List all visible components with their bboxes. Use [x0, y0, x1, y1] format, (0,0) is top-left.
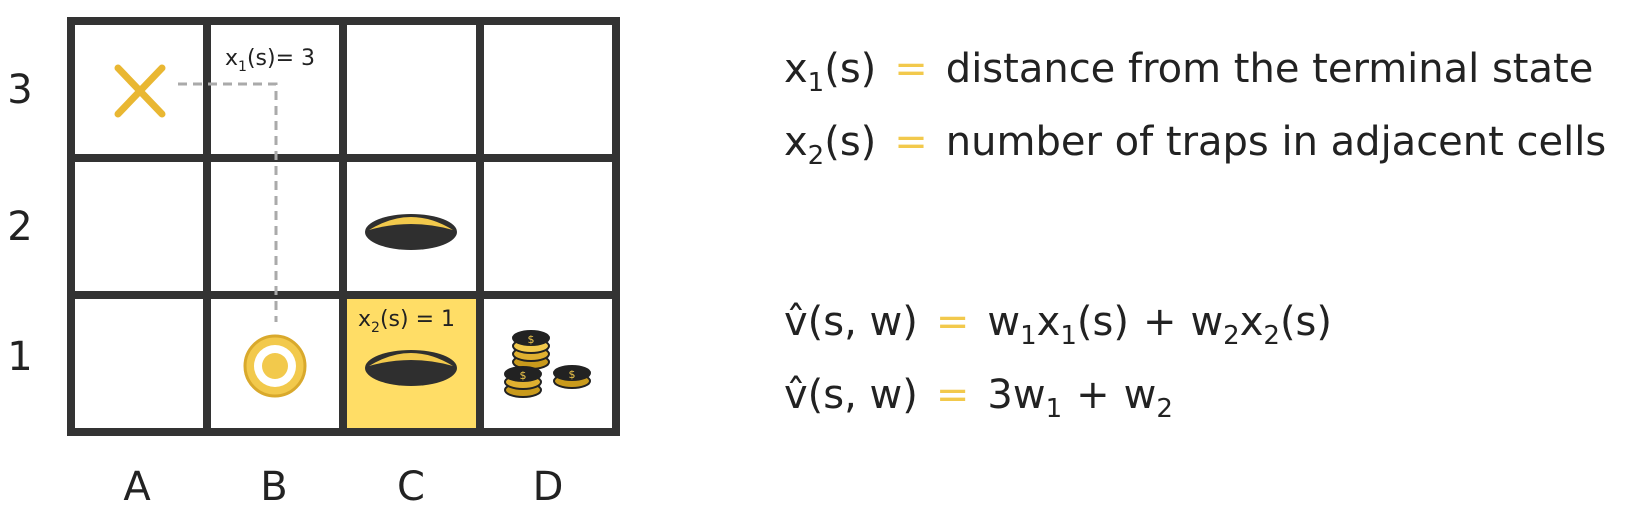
col-label-c: C: [397, 464, 425, 510]
coin-stack-top: $: [513, 331, 549, 369]
agent-ring-icon: [245, 336, 305, 396]
definition-x2: x2(s)=number of traps in adjacent cells: [784, 119, 1606, 171]
hole-trap-icon: [365, 214, 457, 250]
svg-text:$: $: [528, 333, 535, 346]
row-label-2: 2: [7, 204, 32, 250]
coin-stack-right: $: [554, 366, 590, 388]
col-label-a: A: [123, 464, 151, 510]
hole-trap-icon: [365, 350, 457, 386]
distance-path: [178, 84, 276, 322]
row-label-3: 3: [7, 67, 32, 113]
definition-x1: x1(s)=distance from the terminal state: [784, 46, 1593, 98]
value-function-equation: v̂(s, w)=w1x1(s)+w2x2(s): [784, 299, 1332, 351]
coin-stacks-icon: $ $ $: [505, 331, 590, 397]
col-label-b: B: [260, 464, 287, 510]
row-label-1: 1: [7, 334, 32, 380]
value-function-evaluated: v̂(s, w)=3w1+w2: [784, 372, 1173, 424]
svg-text:$: $: [569, 368, 576, 381]
annotation-x1: x1(s)= 3: [225, 46, 315, 75]
svg-text:$: $: [520, 369, 527, 382]
col-label-d: D: [533, 464, 564, 510]
x-mark-icon: [118, 68, 162, 114]
coin-stack-bottom-left: $: [505, 367, 541, 397]
